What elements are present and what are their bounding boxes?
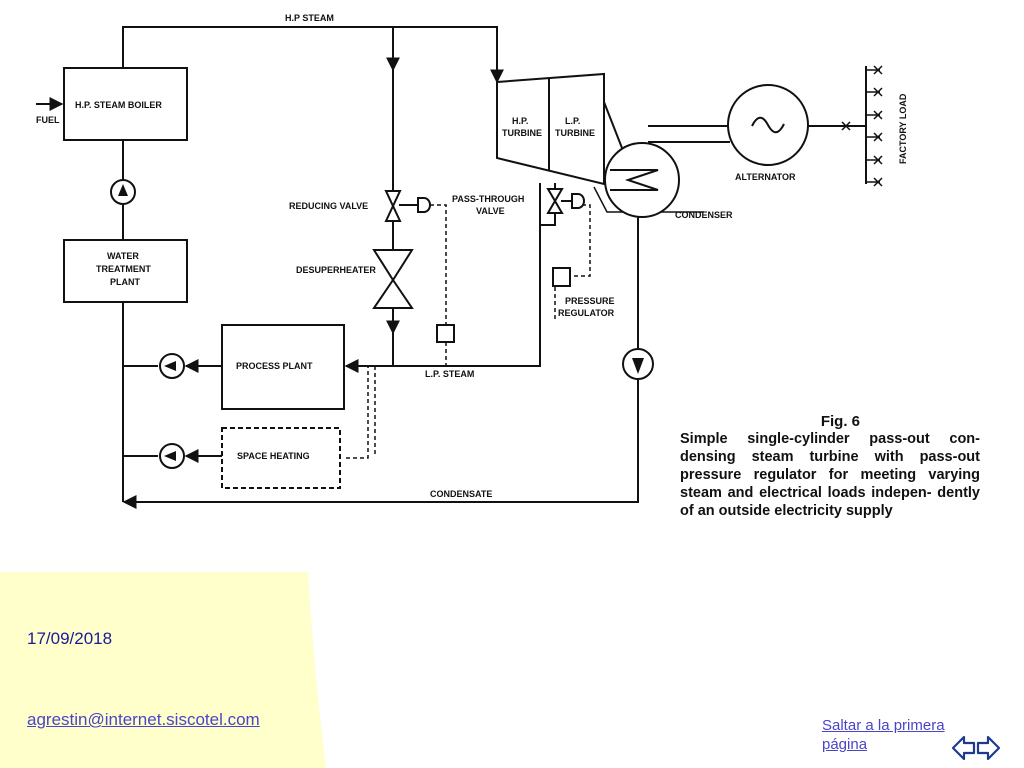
figure-caption-text: Simple single-cylinder pass-out con- den… [680,431,980,519]
email-link[interactable]: agrestin@internet.siscotel.com [27,710,260,729]
pass-through-valve [546,188,564,214]
figure-caption: Fig. 6 Simple single-cylinder pass-out c… [680,413,980,520]
boiler-label: H.P. STEAM BOILER [75,100,162,110]
space-heating [221,427,341,489]
hp-steam-line [122,26,504,84]
pressure-regulator [552,267,571,287]
forward-arrow-icon[interactable] [975,733,1001,763]
condensate-label: CONDENSATE [430,489,492,499]
pass-out-control-line [572,204,591,277]
hp-turbine-label-2: TURBINE [502,128,542,138]
water-treatment-label-3: PLANT [110,277,140,287]
lp-turbine-label-1: L.P. [565,116,580,126]
alternator-label: ALTERNATOR [735,172,796,182]
reducing-valve-actuator [417,197,431,213]
turbine-casing [496,72,605,186]
pass-through-label-2: VALVE [476,206,505,216]
reducing-valve-label: REDUCING VALVE [289,201,368,211]
desuperheater-controller [436,324,455,343]
condenser-label: CONDENSER [675,210,733,220]
reducing-valve [384,190,402,222]
slide-date: 17/09/2018 [27,629,113,648]
lp-turbine-label-2: TURBINE [555,128,595,138]
first-page-link[interactable]: Saltar a la primera página [822,717,945,753]
lp-steam-label: L.P. STEAM [425,369,474,379]
condenser-symbol [604,142,680,218]
desuperheater-label: DESUPERHEATER [296,265,376,275]
hp-steam-boiler [63,67,188,141]
pressure-regulator-label-1: PRESSURE [565,296,615,306]
back-arrow-icon[interactable] [951,733,977,763]
hp-turbine-label-1: H.P. [512,116,528,126]
pressure-regulator-label-2: REGULATOR [558,308,615,318]
process-plant-label: PROCESS PLANT [236,361,313,371]
factory-load-label: FACTORY LOAD [898,93,908,164]
space-heating-label: SPACE HEATING [237,451,310,461]
pass-through-label-1: PASS-THROUGH [452,194,524,204]
reducing-control-line [430,204,447,325]
heating-supply-line [346,366,369,459]
water-treatment-label-2: TREATMENT [96,264,151,274]
pass-through-actuator [571,193,585,209]
lp-steam-line [344,183,541,373]
desuperheater [372,249,414,309]
fuel-label: FUEL [36,115,60,125]
figure-number: Fig. 6 [820,413,860,430]
process-plant [221,324,345,410]
hp-steam-label: H.P STEAM [285,13,334,23]
water-treatment-plant [63,239,188,303]
water-treatment-label-1: WATER [107,251,139,261]
